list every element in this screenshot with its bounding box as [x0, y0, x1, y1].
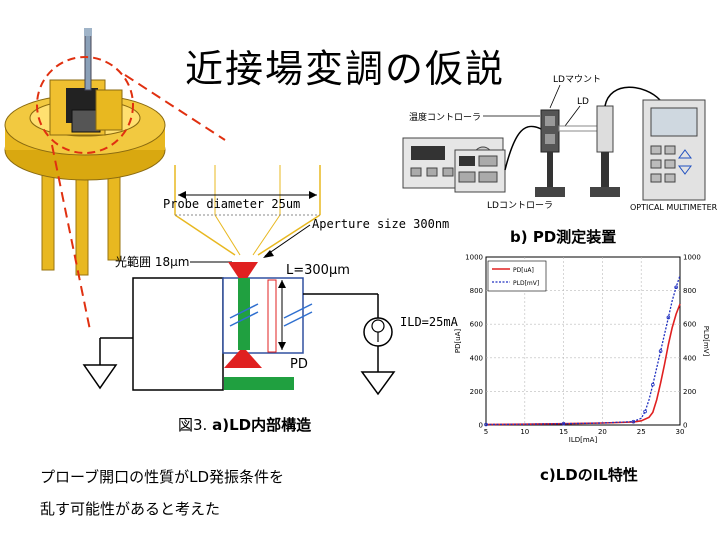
legend-pld: PLD[mV]	[513, 280, 539, 287]
y-tick-label-right: 400	[683, 354, 696, 362]
figure-caption-a-text: a)LD内部構造	[212, 416, 312, 434]
cavity-length-label: L=300μm	[286, 263, 350, 278]
series-point-pld	[666, 315, 671, 320]
x-tick-label: 20	[598, 428, 607, 436]
series-point-pld	[631, 419, 636, 424]
ld-label: LD	[577, 97, 589, 107]
x-tick-label: 30	[676, 428, 685, 436]
pd-sensor-head	[590, 105, 620, 197]
series-point-pld	[643, 409, 647, 414]
spot-size-label: 光範囲 18μm	[115, 254, 189, 269]
laser-diode-package	[4, 28, 166, 276]
x-tick-label: 5	[484, 428, 488, 436]
ground-symbol-left	[82, 364, 118, 390]
series-line-pd	[485, 303, 681, 426]
y-tick-label-left: 200	[470, 388, 483, 396]
probe-funnel	[174, 165, 321, 256]
hypothesis-note-line1: プローブ開口の性質がLD発振条件を	[40, 468, 285, 486]
figure-caption-a: 図3. a)LD内部構造	[178, 414, 311, 435]
probe-diameter-label: Probe diameter 25um	[163, 197, 300, 211]
y-tick-label-left: 1000	[465, 254, 483, 262]
y-tick-label-right: 1000	[683, 254, 701, 262]
x-tick-label: 15	[559, 428, 568, 436]
series-point-pld	[658, 349, 663, 353]
chart-legend: PD[uA] PLD[mV]	[487, 260, 547, 292]
waveguide	[238, 278, 250, 350]
chart-grid	[486, 257, 680, 425]
ld-mount-stage	[535, 109, 565, 197]
series-point-pld	[561, 421, 566, 426]
x-tick-label: 10	[520, 428, 529, 436]
y-axis-label-right: PLD[mV]	[702, 326, 710, 357]
y-tick-label-left: 0	[479, 422, 483, 430]
page-title: 近接場変調の仮説	[185, 47, 506, 91]
ground-symbol-right	[360, 371, 396, 396]
multimeter-label: OPTICAL MULTIMETER	[630, 203, 718, 212]
series-point-pld	[484, 422, 488, 427]
pd-label: PD	[290, 357, 308, 372]
ld-mount-label: LDマウント	[553, 74, 601, 85]
y-tick-label-right: 200	[683, 388, 696, 396]
pd-measurement-setup: LDマウント LD 温度コントローラ LDコントローラ	[402, 74, 718, 212]
photodiode	[224, 377, 294, 390]
figure-caption-c: c)LDのIL特性	[540, 466, 638, 484]
series-line-pld	[485, 275, 681, 426]
aperture-size-label: Aperture size 300nm	[312, 217, 449, 231]
ld-body-block	[132, 277, 224, 391]
series-point-pld	[651, 382, 655, 387]
optical-multimeter-device	[642, 99, 706, 201]
y-tick-label-left: 600	[470, 321, 483, 329]
y-tick-label-right: 0	[683, 422, 687, 430]
figure-number: 図3.	[178, 416, 213, 434]
figure-caption-b: b) PD測定装置	[510, 228, 617, 246]
current-label: ILD=25mA	[400, 315, 459, 329]
ld-controller-device	[454, 149, 506, 193]
y-tick-label-left: 800	[470, 287, 483, 295]
laser-spot-top	[228, 262, 258, 280]
x-tick-label: 25	[637, 428, 646, 436]
y-axis-label-left: PD[uA]	[454, 329, 462, 354]
y-tick-label-right: 600	[683, 321, 696, 329]
legend-pd: PD[uA]	[513, 267, 534, 274]
hypothesis-note-line2: 乱す可能性があると考えた	[40, 500, 221, 518]
y-tick-label-right: 800	[683, 287, 696, 295]
y-tick-label-left: 400	[470, 354, 483, 362]
temp-controller-label: 温度コントローラ	[409, 111, 481, 123]
series-point-pld	[674, 285, 678, 290]
laser-spot-bottom	[224, 350, 262, 368]
ld-controller-label: LDコントローラ	[487, 200, 553, 211]
x-axis-label: ILD[mA]	[569, 436, 598, 444]
